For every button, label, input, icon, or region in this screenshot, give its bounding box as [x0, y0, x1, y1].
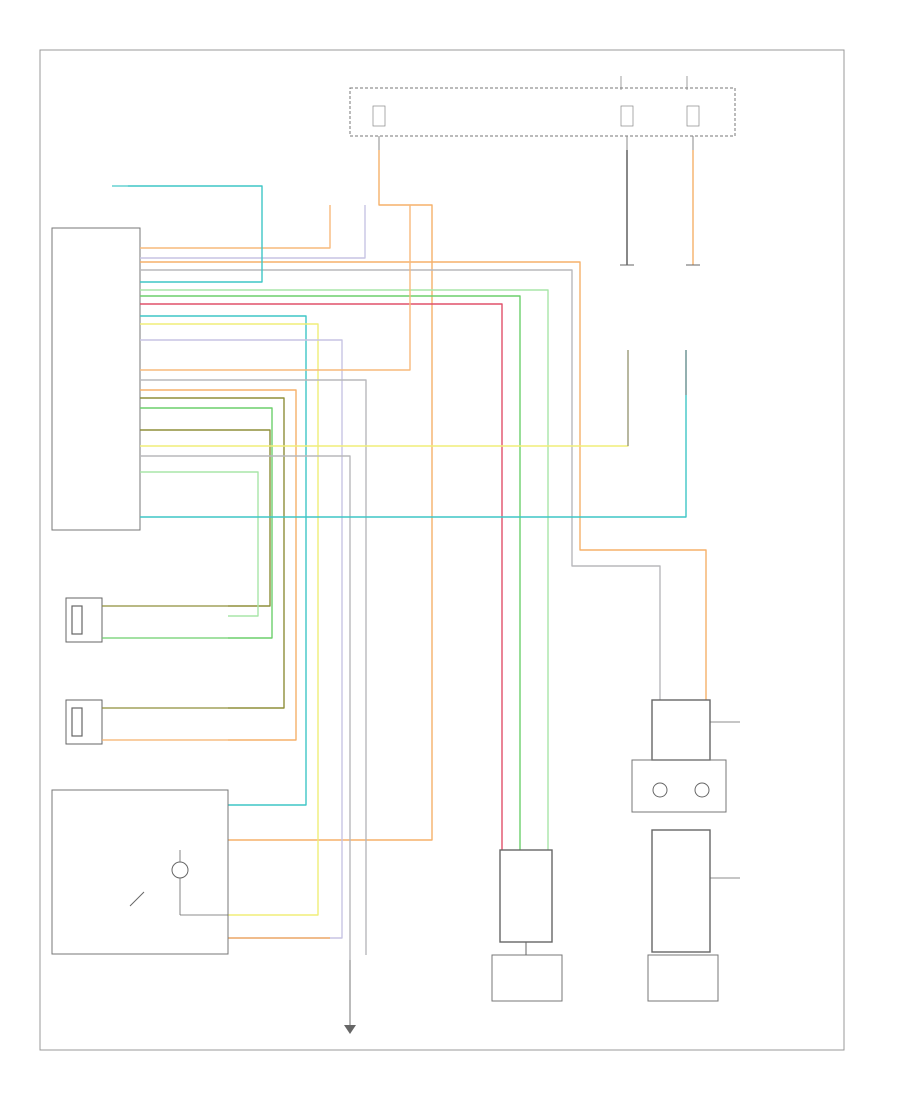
wire-gray-b — [140, 379, 367, 955]
ground-point — [344, 960, 356, 1034]
clockspring-upper-connector — [651, 699, 711, 761]
clockspring-box — [631, 759, 727, 813]
wire-harness — [128, 150, 707, 960]
right-side-connectors — [620, 264, 700, 446]
sensor-box — [51, 789, 229, 955]
fuse-panel — [349, 76, 736, 150]
fuse-1 — [372, 105, 386, 127]
wire-teal-dlc — [128, 185, 263, 283]
clockspring-contact — [652, 782, 668, 798]
fuse-2 — [620, 105, 634, 127]
wire-gray-c — [140, 455, 351, 960]
passenger-airbag-connector — [499, 849, 553, 943]
clockspring-contact — [694, 782, 710, 798]
wire-light-green-b — [140, 471, 259, 617]
wire-gray-a — [140, 269, 661, 700]
pretensioner-box — [65, 699, 103, 745]
wire-orange-splice — [140, 205, 331, 249]
pretensioner-symbol — [71, 707, 83, 737]
passenger-pretensioner — [65, 699, 228, 745]
wire-green-b — [140, 407, 273, 639]
wire-orange-b — [140, 261, 707, 700]
passenger-airbag-box — [491, 954, 563, 1002]
pretensioner-box — [65, 597, 103, 643]
fuse-panel-box — [349, 87, 736, 137]
pretensioner-symbol — [71, 605, 83, 635]
wire-light-green-a — [140, 289, 549, 850]
clockspring-assembly — [631, 699, 740, 1002]
diagram-border — [39, 49, 845, 1051]
sensor-element — [171, 861, 189, 879]
wire-teal-c — [140, 350, 687, 518]
ground-symbol — [344, 1025, 356, 1034]
wire-olive-a — [140, 397, 285, 709]
clockspring-lower-connector — [651, 829, 711, 953]
passenger-seat-sensor — [51, 789, 229, 955]
airbag-control-module — [51, 227, 141, 531]
wire-red-a — [140, 303, 503, 850]
wire-yellow-a — [140, 323, 319, 916]
wire-green-a — [140, 295, 521, 850]
module-box — [51, 227, 141, 531]
wire-olive-b — [140, 429, 271, 607]
sensor-switch — [129, 891, 145, 907]
wire-orange-d — [140, 389, 297, 741]
wire-lavender-a — [140, 205, 366, 259]
passenger-airbag-module — [491, 849, 563, 1002]
wire-teal-b — [140, 315, 307, 806]
wire-orange-fuse-feed — [228, 150, 433, 841]
wire-orange-c — [140, 205, 411, 371]
fuse-3 — [686, 105, 700, 127]
driver-pretensioner — [65, 597, 228, 643]
driver-airbag-box — [647, 954, 719, 1002]
